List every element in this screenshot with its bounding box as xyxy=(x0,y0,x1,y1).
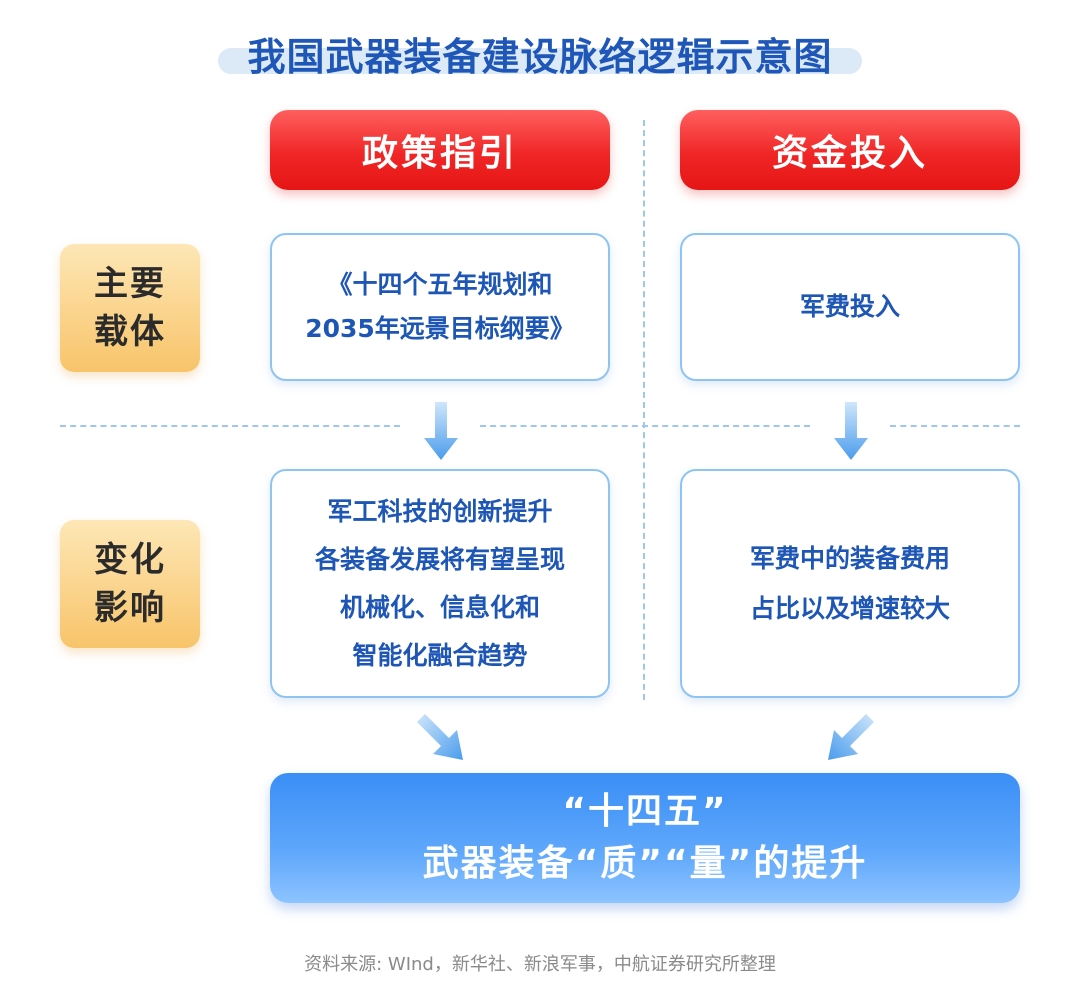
row-label-main-carrier-line1: 主要 xyxy=(94,264,166,304)
result-box: “十四五” 武器装备“质”“量”的提升 xyxy=(270,773,1020,903)
box-policy-impact-line4: 智能化融合趋势 xyxy=(352,640,528,670)
box-funding-carrier: 军费投入 xyxy=(680,233,1020,381)
box-funding-impact-line1: 军费中的装备费用 xyxy=(749,543,950,573)
box-policy-carrier-line2: 2035年远景目标纲要》 xyxy=(305,314,575,343)
arrow-diagonal-down-right-icon xyxy=(417,714,463,760)
row-label-change-impact-line1: 变化 xyxy=(94,540,166,580)
result-line2: 武器装备“质”“量”的提升 xyxy=(422,843,868,884)
row-label-change-impact-line2: 影响 xyxy=(94,588,166,628)
box-policy-impact-line3: 机械化、信息化和 xyxy=(339,592,540,622)
vertical-divider xyxy=(643,120,645,700)
source-note: 资料来源: WInd，新华社、新浪军事，中航证券研究所整理 xyxy=(304,954,776,975)
arrow-down-left-icon xyxy=(424,402,458,460)
diagram-title: 我国武器装备建设脉络逻辑示意图 xyxy=(247,35,833,79)
arrow-diagonal-down-left-icon xyxy=(828,714,874,760)
horizontal-divider-left xyxy=(60,425,400,427)
box-funding-impact: 军费中的装备费用 占比以及增速较大 xyxy=(680,469,1020,698)
horizontal-divider-right xyxy=(890,425,1020,427)
box-funding-impact-line2: 占比以及增速较大 xyxy=(749,593,950,623)
box-policy-carrier-line1: 《十四个五年规划和 xyxy=(327,270,553,299)
title-highlight xyxy=(218,48,862,74)
box-policy-carrier: 《十四个五年规划和 2035年远景目标纲要》 xyxy=(270,233,610,381)
horizontal-divider-middle xyxy=(480,425,810,427)
row-label-change-impact: 变化 影响 xyxy=(60,520,200,648)
row-label-main-carrier-line2: 载体 xyxy=(94,312,166,352)
box-funding-carrier-line1: 军费投入 xyxy=(799,292,900,321)
box-policy-impact: 军工科技的创新提升 各装备发展将有望呈现 机械化、信息化和 智能化融合趋势 xyxy=(270,469,610,698)
header-policy-guidance: 政策指引 xyxy=(270,110,610,190)
box-policy-impact-line2: 各装备发展将有望呈现 xyxy=(314,544,565,574)
row-label-main-carrier: 主要 载体 xyxy=(60,244,200,372)
result-line1: “十四五” xyxy=(562,791,728,832)
box-policy-impact-line1: 军工科技的创新提升 xyxy=(327,496,553,526)
arrow-down-right-icon xyxy=(834,402,868,460)
header-funding-input: 资金投入 xyxy=(680,110,1020,190)
